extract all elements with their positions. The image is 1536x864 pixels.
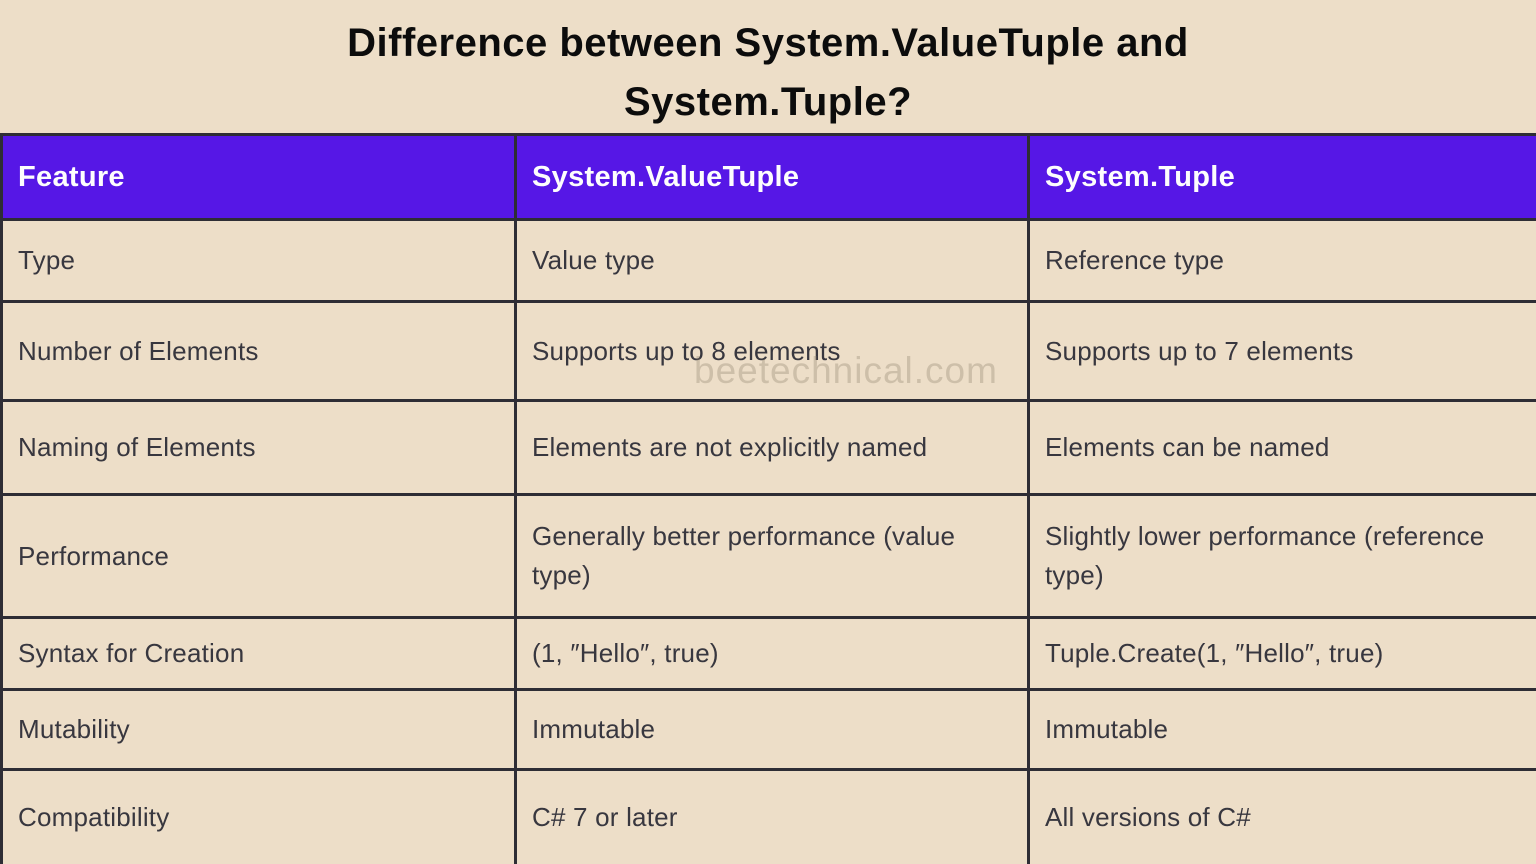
valuetuple-cell: Supports up to 8 elements [514,300,1030,402]
valuetuple-cell: Immutable [514,688,1030,771]
valuetuple-cell: (1, ″Hello″, true) [514,616,1030,691]
tuple-cell: Elements can be named [1027,399,1536,496]
valuetuple-cell: Elements are not explicitly named [514,399,1030,496]
valuetuple-cell: C# 7 or later [514,768,1030,864]
table-row-type: Type Value type Reference type [0,218,1536,303]
feature-cell: Naming of Elements [0,399,517,496]
table-header-row: Feature System.ValueTuple System.Tuple [0,133,1536,221]
tuple-cell: All versions of C# [1027,768,1536,864]
feature-cell: Mutability [0,688,517,771]
table-row-naming-of-elements: Naming of Elements Elements are not expl… [0,399,1536,496]
valuetuple-cell: Generally better performance (value type… [514,493,1030,619]
comparison-table: Feature System.ValueTuple System.Tuple T… [0,133,1536,864]
feature-cell: Type [0,218,517,303]
feature-cell: Performance [0,493,517,619]
tuple-cell: Tuple.Create(1, ″Hello″, true) [1027,616,1536,691]
feature-cell: Number of Elements [0,300,517,402]
table-row-syntax-for-creation: Syntax for Creation (1, ″Hello″, true) T… [0,616,1536,691]
tuple-cell: Supports up to 7 elements [1027,300,1536,402]
column-header-tuple: System.Tuple [1027,133,1536,221]
tuple-cell: Immutable [1027,688,1536,771]
table-row-mutability: Mutability Immutable Immutable [0,688,1536,771]
page-title: Difference between System.ValueTuple and… [347,21,1189,124]
tuple-cell: Slightly lower performance (reference ty… [1027,493,1536,619]
column-header-feature: Feature [0,133,517,221]
table-row-performance: Performance Generally better performance… [0,493,1536,619]
table-row-compatibility: Compatibility C# 7 or later All versions… [0,768,1536,864]
tuple-cell: Reference type [1027,218,1536,303]
column-header-valuetuple: System.ValueTuple [514,133,1030,221]
table-row-number-of-elements: Number of Elements Supports up to 8 elem… [0,300,1536,402]
feature-cell: Compatibility [0,768,517,864]
valuetuple-cell: Value type [514,218,1030,303]
feature-cell: Syntax for Creation [0,616,517,691]
